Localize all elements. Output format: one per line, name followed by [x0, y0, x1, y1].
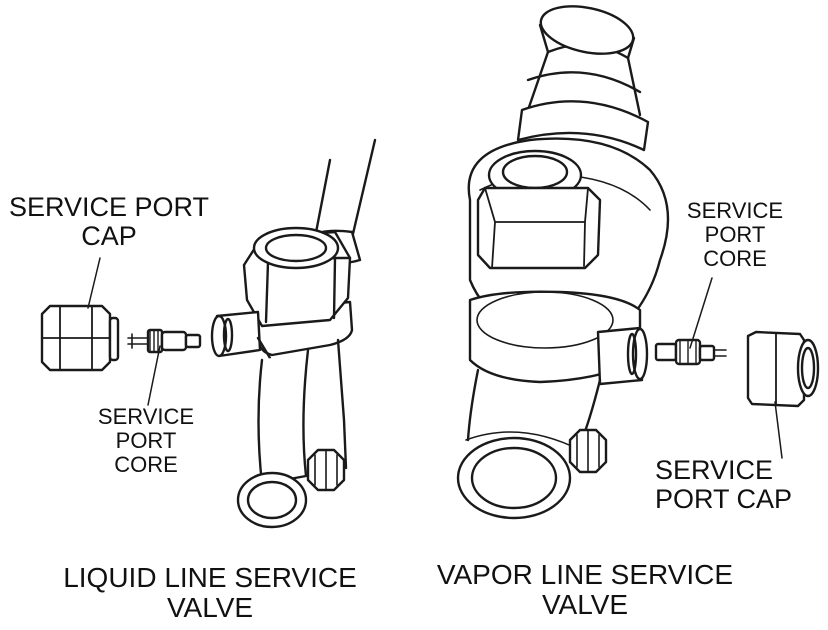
vapor-valve-stem-nut: [568, 428, 608, 474]
label-line: CORE: [703, 245, 767, 271]
label-service-port-cap-left: SERVICE PORT CAP: [0, 192, 218, 252]
service-port-core-left: [127, 328, 202, 354]
liquid-valve-stem-nut: [306, 448, 346, 492]
label-line: PORT: [115, 427, 177, 453]
leader-line-cap-left: [87, 257, 101, 309]
leader-line-cap-right: [774, 401, 783, 459]
vapor-outlet-opening: [456, 436, 572, 520]
service-port-cap-left: [40, 304, 120, 372]
label-line: CAP: [81, 221, 137, 252]
label-line: PORT: [704, 221, 766, 247]
label-line: SERVICE: [686, 198, 784, 223]
vapor-service-port-stub: [596, 326, 644, 386]
caption-vapor-line-service-valve: VAPOR LINE SERVICE VALVE: [415, 559, 755, 621]
label-line: PORT CAP: [655, 484, 793, 515]
label-line: SERVICE PORT: [8, 192, 210, 222]
service-port-cap-right: [746, 330, 820, 408]
service-port-core-right: [654, 338, 727, 366]
caption-line: VALVE: [541, 589, 629, 621]
label-service-port-cap-right: SERVICE PORT CAP: [655, 455, 815, 515]
leader-line-core-left: [147, 345, 161, 406]
leader-line-core-right: [689, 277, 713, 349]
caption-liquid-line-service-valve: LIQUID LINE SERVICE VALVE: [40, 562, 380, 624]
label-service-port-core-left: SERVICE PORT CORE: [86, 405, 206, 476]
label-line: CORE: [114, 451, 178, 477]
caption-line: VAPOR LINE SERVICE: [436, 559, 734, 590]
label-line: SERVICE: [97, 404, 195, 429]
caption-line: VALVE: [166, 592, 254, 624]
label-service-port-core-right: SERVICE PORT CORE: [675, 199, 795, 270]
vapor-valve-hex: [476, 186, 602, 270]
liquid-outlet-tube: [257, 348, 310, 486]
liquid-line-service-valve: [210, 138, 377, 529]
vapor-line-service-valve: [456, 5, 670, 520]
caption-line: LIQUID LINE SERVICE: [63, 562, 357, 593]
label-line: SERVICE: [655, 455, 774, 485]
